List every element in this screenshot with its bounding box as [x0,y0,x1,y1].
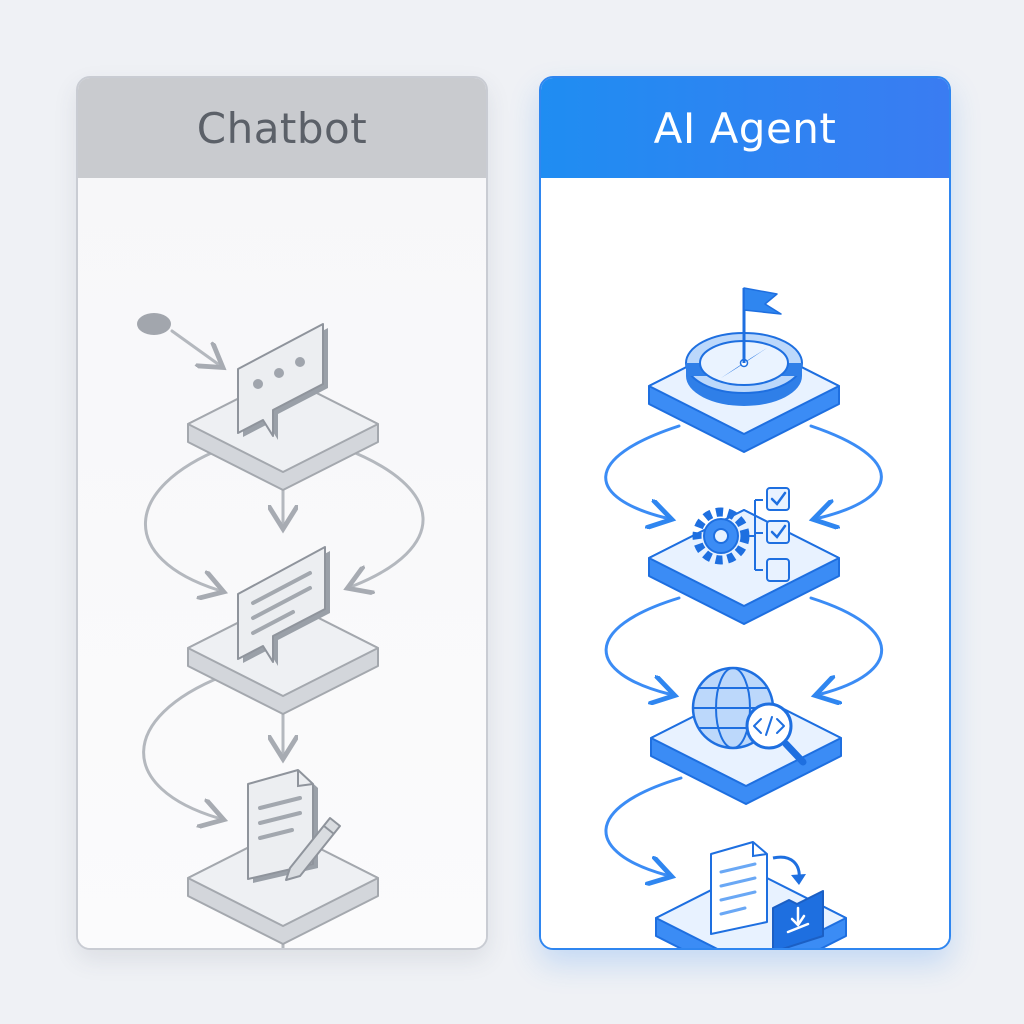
checkbox-checked-2-icon [766,520,790,544]
arrow-plan-to-tools-left [604,596,681,694]
arrow-step1-to-step2-right [341,446,425,586]
chatbot-panel: Chatbot [76,76,488,950]
chatbot-step-3 [187,769,379,945]
checkbox-checked-1-icon [766,487,790,511]
agent-step-goal [648,287,840,453]
message-bubble-icon [237,546,330,666]
chatbot-panel-title: Chatbot [78,78,486,178]
chatbot-flow [78,178,486,948]
agent-connectors [604,424,884,875]
arrow-goal-to-plan-right [811,424,883,518]
agent-step-tools [650,666,842,805]
transfer-arrow-icon [772,855,806,885]
ai-agent-flow-diagram [604,287,884,948]
arrow-goal-to-plan-left [604,424,681,518]
ai-agent-flow [541,178,949,948]
document-icon [710,841,768,935]
arrow-tools-to-output [604,776,683,875]
typing-bubble-icon [237,323,328,440]
gear-icon [692,507,750,565]
start-node [137,313,171,335]
agent-step-plan [648,487,840,625]
arrow-start-to-step1 [170,329,218,364]
pencil-icon [285,817,341,881]
chatbot-step-1 [187,323,379,491]
plan-branch-lines [746,499,763,571]
arrow-plan-to-tools-right [809,596,884,694]
download-folder-icon [772,890,824,948]
ai-agent-panel-title: AI Agent [541,78,949,178]
checkbox-empty-icon [766,558,790,582]
arrow-step1-to-step2-left [144,446,223,590]
arrow-step2-to-step3-left [142,674,223,818]
agent-step-output [655,841,847,948]
chatbot-step-2 [187,546,379,715]
code-search-icon [745,702,807,766]
ai-agent-panel: AI Agent [539,76,951,950]
chatbot-flow-diagram [137,313,425,948]
flag-icon [742,287,782,363]
